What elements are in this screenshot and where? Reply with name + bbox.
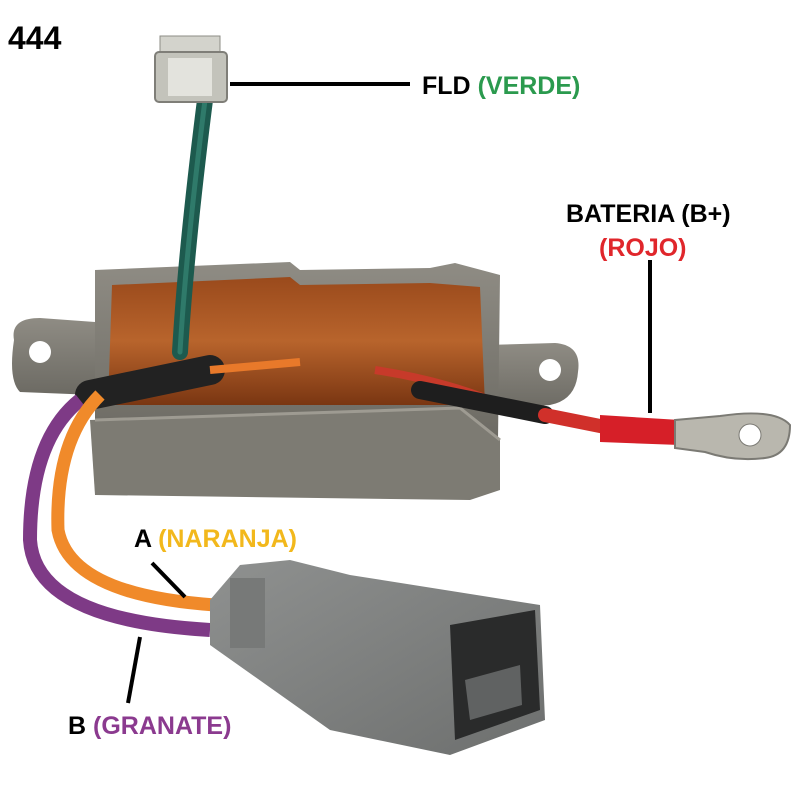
b-color-name: (GRANATE) [93,712,232,740]
fld-term: FLD [422,72,471,100]
fld-color-name: (VERDE) [477,72,581,100]
bateria-color-name: (ROJO) [599,234,687,262]
a-label: A (NARANJA) [134,525,297,553]
part-number: 444 [8,20,62,56]
b-label: B (GRANATE) [68,712,231,740]
ring-terminal [600,412,792,461]
b-term: B [68,712,87,740]
a-callout-line [150,561,187,599]
bateria-label: BATERIA (B+) [566,200,731,228]
plug-connector [210,560,545,755]
mounting-flange [12,318,579,410]
a-term: A [134,525,152,553]
fld-terminal [154,35,228,103]
a-color-name: (NARANJA) [158,525,297,553]
a-wire [51,390,216,612]
b-wire [22,394,211,637]
fld-label: FLD (VERDE) [422,72,580,100]
b-callout-line [126,636,142,704]
